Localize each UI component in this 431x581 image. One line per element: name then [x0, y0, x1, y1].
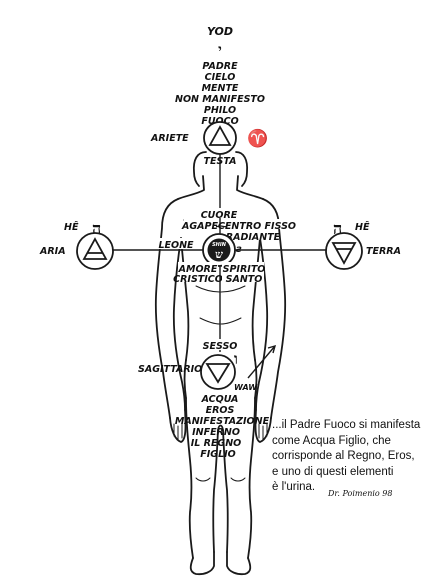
heart-center: CUORE AGAPE CENTRO FISSO RADIANTE LEONE …: [157, 208, 296, 285]
aries-glyph-icon: ♈: [247, 128, 268, 149]
left-he-label: HÊ: [64, 222, 79, 233]
left-he-hebrew-letter: ה: [92, 219, 101, 238]
manifestazione-label: MANIFESTAZIONE: [175, 416, 270, 427]
top-line-mente: MENTE: [202, 83, 239, 94]
caption-line: è l'urina.: [272, 481, 316, 493]
caption-line: ...il Padre Fuoco si manifesta: [272, 419, 421, 431]
water-element-circle: [200, 354, 236, 390]
testa-label: TESTA: [204, 156, 237, 167]
artist-signature: Dr. Poimenio 98: [328, 489, 393, 498]
acqua-label: ACQUA: [201, 394, 239, 405]
amore-label: AMORE: [178, 264, 218, 275]
terra-label: TERRA: [366, 246, 401, 257]
caption-text: ...il Padre Fuoco si manifesta come Acqu…: [272, 418, 427, 496]
leone-label: LEONE: [158, 240, 194, 251]
agape-label: AGAPE: [181, 221, 218, 232]
waw-hebrew-letter: ו: [234, 350, 238, 368]
water-triangle-icon: [205, 363, 231, 384]
radiante-label: RADIANTE: [226, 232, 281, 243]
left-element: HÊ ה ARIA: [39, 219, 114, 270]
fire-triangle-icon: [208, 125, 232, 146]
right-he-hebrew-letter: ה: [333, 219, 342, 238]
earth-triangle-icon: [331, 242, 357, 265]
top-line-padre: PADRE: [202, 61, 238, 72]
santo-label: SANTO: [226, 274, 263, 285]
waw-label: WAW: [234, 383, 258, 392]
spirito-label: SPIRITO: [223, 264, 266, 275]
top-line-cielo: CIELO: [205, 72, 236, 83]
top-line-philo: PHILO: [204, 105, 236, 116]
cristico-label: CRISTICO: [173, 274, 223, 285]
sex-center: SESSO ו SAGITTARIO WAW ACQUA EROS MANIFE…: [138, 339, 270, 460]
caption-line: come Acqua Figlio, che: [272, 434, 391, 447]
earth-element-circle: [325, 232, 363, 270]
aria-label: ARIA: [39, 246, 66, 257]
sesso-label: SESSO: [203, 341, 238, 352]
yod-hebrew-letter: י: [218, 42, 222, 58]
sun-icon: [207, 238, 231, 262]
right-element: ה HÊ TERRA: [325, 219, 401, 270]
shin-label: SHIN: [212, 242, 227, 248]
caption-line: e uno di questi elementi: [272, 465, 394, 478]
leo-glyph-icon: ƨ: [235, 244, 242, 255]
eros-label: EROS: [206, 405, 235, 416]
centro-fisso-label: CENTRO FISSO: [218, 221, 296, 232]
fire-element-circle: [203, 121, 237, 155]
air-element-circle: [76, 232, 114, 270]
inferno-label: INFERNO: [192, 427, 240, 438]
shin-hebrew-letter: ש: [215, 248, 223, 261]
air-triangle-icon: [82, 237, 108, 260]
figlio-label: FIGLIO: [200, 449, 236, 460]
yod-label: YOD: [207, 25, 233, 38]
head-center: ARIETE ♈ TESTA: [150, 121, 268, 167]
top-line-non-manifesto: NON MANIFESTO: [175, 94, 265, 105]
right-he-label: HÊ: [355, 222, 370, 233]
top-text-column: YOD י PADRE CIELO MENTE NON MANIFESTO PH…: [175, 25, 265, 127]
caption-line: corrisponde al Regno, Eros,: [272, 450, 415, 462]
ariete-label: ARIETE: [150, 133, 189, 144]
il-regno-label: IL REGNO: [191, 438, 242, 449]
sagittario-label: SAGITTARIO: [138, 364, 202, 375]
cuore-label: CUORE: [201, 210, 238, 221]
human-figure: [154, 151, 287, 576]
